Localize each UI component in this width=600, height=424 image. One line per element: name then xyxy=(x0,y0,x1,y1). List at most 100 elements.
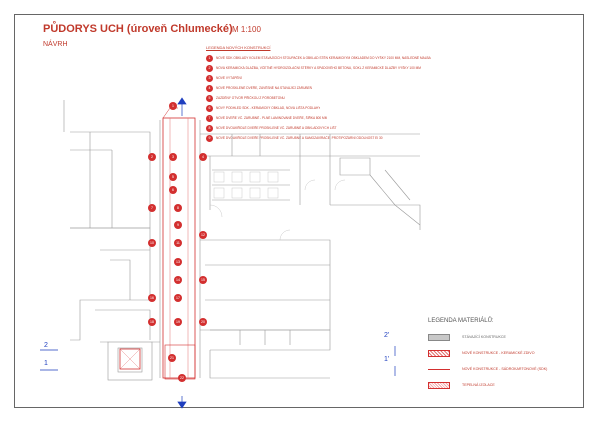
plan-tag-label: 9 xyxy=(177,223,179,227)
plan-tag-circle xyxy=(169,102,177,110)
note-text: NOVÉ DVOUKŘÍDLÉ DVEŘE PROSKLENÉ VČ. ZÁRU… xyxy=(216,136,383,140)
plan-tag: 19 xyxy=(174,318,182,326)
plan-tag-label: 7 xyxy=(151,206,153,210)
plan-tag-circle xyxy=(174,204,182,212)
existing-walls xyxy=(63,100,421,381)
plan-tag-label: 22 xyxy=(180,376,184,380)
legend-label: NOVÉ KONSTRUKCE - KERAMICKÉ ZDIVO xyxy=(462,351,535,355)
plan-tag-label: 16 xyxy=(150,296,154,300)
plan-tag-circle xyxy=(148,318,156,326)
plan-tag-circle xyxy=(199,276,207,284)
plan-tag-circle xyxy=(169,186,177,194)
plan-tag-circle xyxy=(199,153,207,161)
plan-tag-label: 18 xyxy=(150,320,154,324)
note-number-badge: 9 xyxy=(206,134,213,142)
materials-legend: LEGENDA MATERIÁLŮ: STÁVAJÍCÍ KONSTRUKCE … xyxy=(428,318,578,394)
legend-label: STÁVAJÍCÍ KONSTRUKCE xyxy=(462,335,506,339)
plan-tag: 20 xyxy=(199,318,207,326)
legend-item-sdk: NOVÉ KONSTRUKCE - SÁDROKARTONOVÉ (SDK) xyxy=(428,362,578,376)
note-number-badge: 1 xyxy=(206,54,213,62)
plan-tag-circle xyxy=(174,258,182,266)
note-number-badge: 8 xyxy=(206,124,213,132)
note-text: NOVÉ SDK OBKLADY KOLEM STÁVAJÍCÍCH STOUP… xyxy=(216,56,431,60)
plan-tag-circle xyxy=(174,276,182,284)
plan-tag-label: 20 xyxy=(201,320,205,324)
note-number-badge: 7 xyxy=(206,114,213,122)
plan-tag-circle xyxy=(178,374,186,382)
plan-tag: 18 xyxy=(148,318,156,326)
plan-tag-circle xyxy=(174,294,182,302)
plan-tag-circle xyxy=(199,231,207,239)
section-mark-1-prime: 1' xyxy=(384,356,390,363)
legend-item-existing: STÁVAJÍCÍ KONSTRUKCE xyxy=(428,330,578,344)
plan-tag-label: 15 xyxy=(201,278,205,282)
plan-tag-label: 2 xyxy=(151,155,153,159)
plan-tag-label: 17 xyxy=(176,296,180,300)
plan-tag-circle xyxy=(174,221,182,229)
note-text: NOVÉ DVEŘE VČ. ZÁRUBNĚ - PLNÉ LAMINOVANÉ… xyxy=(216,116,328,120)
note-text: NOVÉ DVOUKŘÍDLÉ DVEŘE PROSKLENÉ VČ. ZÁRU… xyxy=(216,126,337,130)
plan-tag: 14 xyxy=(174,276,182,284)
plan-tag: 22 xyxy=(178,374,186,382)
new-corridor xyxy=(119,107,196,380)
plan-tag: 6 xyxy=(169,186,177,194)
legend-item-thermal: TEPELNÁ IZOLACE xyxy=(428,378,578,392)
plan-tag-label: 5 xyxy=(172,175,174,179)
legend-title: LEGENDA MATERIÁLŮ: xyxy=(428,318,494,324)
plan-tag: 15 xyxy=(199,276,207,284)
note-number-badge: 2 xyxy=(206,64,213,72)
sheet-frame xyxy=(14,14,584,408)
legend-item-ceramic: NOVÉ KONSTRUKCE - KERAMICKÉ ZDIVO xyxy=(428,346,578,360)
plan-tag-label: 12 xyxy=(201,233,205,237)
plan-tag: 9 xyxy=(174,221,182,229)
ceramic-swatch xyxy=(428,349,450,357)
plan-tag: 10 xyxy=(148,239,156,247)
plan-tag-label: 21 xyxy=(170,356,174,360)
plan-tag-circle xyxy=(169,153,177,161)
page-title: PŮDORYS UCH (úroveň Chlumecké) xyxy=(43,23,233,35)
note-text: NOVÝ PODHLED SDK - KERAMICKÝ OBKLAD, NOV… xyxy=(216,106,321,110)
plan-tag-label: 14 xyxy=(176,278,180,282)
thermal-swatch xyxy=(428,381,450,389)
legend-label: NOVÉ KONSTRUKCE - SÁDROKARTONOVÉ (SDK) xyxy=(462,367,548,371)
plan-tag-circle xyxy=(148,239,156,247)
plan-tag: 13 xyxy=(174,258,182,266)
section-mark-2-prime: 2' xyxy=(384,332,390,339)
page-subtitle: NÁVRH xyxy=(43,41,68,48)
legend-label: TEPELNÁ IZOLACE xyxy=(462,383,495,387)
plan-tag: 12 xyxy=(199,231,207,239)
plan-tag-circle xyxy=(148,294,156,302)
note-text: NOVÉ VYTÁPĚNÍ xyxy=(216,76,242,80)
plan-tag-label: 6 xyxy=(172,188,174,192)
note-number-badge: 3 xyxy=(206,74,213,82)
plan-tag-label: 3 xyxy=(172,155,174,159)
section-mark-1: 1 xyxy=(44,360,48,367)
plan-tag: 2 xyxy=(148,153,156,161)
note-text: ZAZDĚNÝ OTVOR PŘÍČKOU Z PÓROBETONU xyxy=(216,96,285,100)
existing-swatch xyxy=(428,333,450,341)
plan-tag-circle xyxy=(148,153,156,161)
plan-tag: 17 xyxy=(174,294,182,302)
plan-tag-circle xyxy=(168,354,176,362)
plan-tag-circle xyxy=(174,318,182,326)
plan-tag-label: 19 xyxy=(176,320,180,324)
plan-tag-circle xyxy=(148,204,156,212)
plan-tag: 3 xyxy=(169,153,177,161)
plan-tag-label: 1 xyxy=(172,104,174,108)
plan-tag: 11 xyxy=(174,239,182,247)
plan-tag-label: 4 xyxy=(202,155,204,159)
sdk-swatch xyxy=(428,368,450,370)
plan-tag-label: 11 xyxy=(176,241,180,245)
